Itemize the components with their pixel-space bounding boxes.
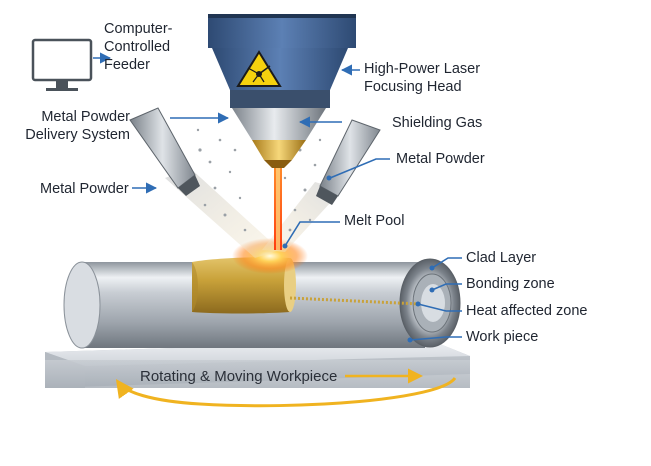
feeder-label-line1: Computer- bbox=[104, 21, 173, 37]
laser-head-label-line1: High-Power Laser bbox=[364, 61, 481, 77]
leader-lines bbox=[93, 52, 462, 341]
powder-particles bbox=[188, 128, 330, 232]
feeder-label: Computer- Controlled Feeder bbox=[104, 20, 204, 74]
bonding-zone-line bbox=[289, 296, 421, 306]
computer-monitor-icon bbox=[31, 38, 93, 91]
laser-focusing-head bbox=[208, 14, 356, 168]
laser-head-label: High-Power Laser Focusing Head bbox=[364, 60, 480, 96]
feeder-label-line3: Feeder bbox=[104, 57, 150, 73]
heat-affected-zone-label: Heat affected zone bbox=[466, 303, 588, 319]
left-powder-nozzle bbox=[129, 107, 200, 196]
right-powder-nozzle bbox=[316, 119, 381, 205]
laser-head-label-line2: Focusing Head bbox=[364, 79, 462, 95]
work-piece-label: Work piece bbox=[466, 329, 539, 345]
platform-caption: Rotating & Moving Workpiece bbox=[140, 368, 338, 385]
leader-dots bbox=[282, 175, 435, 343]
rotation-arrow bbox=[115, 376, 457, 408]
laser-hazard-warning-icon bbox=[236, 50, 282, 87]
metal-powder-right-label: Metal Powder bbox=[396, 151, 485, 167]
clad-layer-label: Clad Layer bbox=[466, 250, 537, 266]
feeder-label-line2: Controlled bbox=[104, 39, 171, 55]
powder-delivery-label-line1: Metal Powder bbox=[41, 109, 130, 125]
powder-stream-left bbox=[165, 168, 280, 258]
shielding-gas-label: Shielding Gas bbox=[392, 115, 483, 131]
bonding-zone-label: Bonding zone bbox=[466, 276, 555, 292]
metal-powder-left-label: Metal Powder bbox=[40, 181, 129, 197]
powder-delivery-label: Metal Powder Delivery System bbox=[10, 108, 130, 144]
melt-pool-label: Melt Pool bbox=[344, 213, 405, 229]
powder-delivery-label-line2: Delivery System bbox=[25, 127, 130, 143]
